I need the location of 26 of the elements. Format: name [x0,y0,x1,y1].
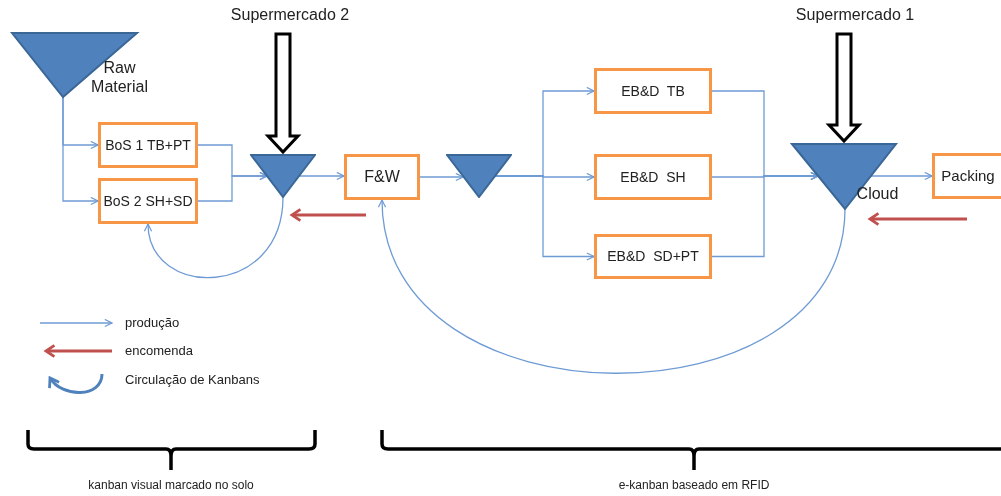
process-box: Packing [932,153,1001,199]
process-box: BoS 1 TB+PT [98,122,198,168]
legend-label: Circulação de Kanbans [125,372,260,387]
process-box: EB&D SD+PT [594,234,712,279]
block-arrow [264,32,302,155]
supermarket-label: Supermercado 1 [775,2,935,28]
legend-label: encomenda [125,343,193,358]
process-box: F&W [344,154,420,200]
inventory-triangle [250,154,316,198]
arrow [197,171,268,202]
arrow [144,196,284,278]
arrow [870,171,933,181]
arrow [419,172,464,182]
supermarket-label: Supermercado 2 [215,2,365,28]
process-box: EB&D SH [594,154,712,200]
process-box: BoS 2 SH+SD [98,178,198,224]
block-arrow [825,32,863,144]
inventory-triangle [446,154,512,198]
bracket-label: kanban visual marcado no solo [88,478,254,492]
process-box: EB&D TB [594,68,712,114]
legend-label: produção [125,315,180,330]
arrow [62,96,99,206]
bracket-label: e-kanban baseado em RFID [618,478,770,492]
node-label: Cloud [855,184,900,204]
arrow [379,199,846,374]
node-label: Raw Material [90,58,149,97]
